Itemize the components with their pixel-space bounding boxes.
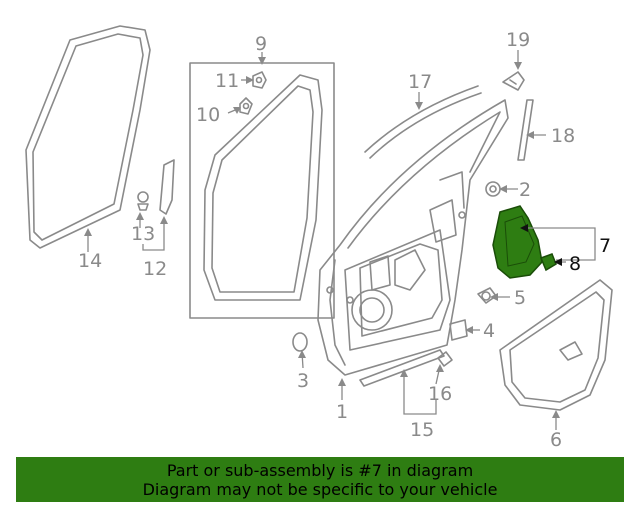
- callout-13: 13: [131, 223, 155, 245]
- callout-4: 4: [483, 320, 495, 342]
- part-17-molding[interactable]: [364, 85, 482, 159]
- part-10-fastener[interactable]: [239, 97, 253, 115]
- callout-1: 1: [336, 401, 348, 423]
- callout-7: 7: [599, 235, 611, 257]
- banner-line-1: Part or sub-assembly is #7 in diagram: [166, 461, 474, 480]
- part-4-pad[interactable]: [449, 319, 468, 341]
- part-6-watershield[interactable]: [499, 279, 613, 411]
- callout-18: 18: [551, 125, 575, 147]
- part-9-door-seal[interactable]: [203, 74, 323, 301]
- callout-9: 9: [255, 33, 267, 55]
- part-19-bracket[interactable]: [502, 71, 525, 91]
- callout-6: 6: [550, 429, 562, 451]
- callout-12: 12: [143, 258, 167, 280]
- part-9-inset-box: [189, 62, 335, 319]
- part-8-highlighted-clip[interactable]: [540, 253, 557, 272]
- arrowheads: [84, 57, 562, 418]
- part-18-trim[interactable]: [517, 99, 534, 161]
- callout-14: 14: [78, 250, 102, 272]
- part-12-seal[interactable]: [159, 159, 175, 215]
- info-banner: Part or sub-assembly is #7 in diagram Di…: [16, 457, 624, 502]
- part-3-plug[interactable]: [292, 332, 308, 352]
- part-11-fastener[interactable]: [252, 71, 267, 89]
- callout-11: 11: [215, 70, 239, 92]
- callout-10: 10: [196, 104, 220, 126]
- part-15-molding[interactable]: [359, 349, 445, 387]
- part-13-clip[interactable]: [137, 191, 149, 211]
- callout-16: 16: [428, 383, 452, 405]
- part-1-door-shell[interactable]: [317, 99, 509, 376]
- part-14-weatherstrip[interactable]: [25, 25, 151, 249]
- callout-2: 2: [519, 179, 531, 201]
- callout-8: 8: [569, 253, 581, 275]
- parts-diagram: 14 13 12 9 11 10 17 19 18 2 7 8 5 4 3 1 …: [25, 25, 613, 451]
- callout-19: 19: [506, 29, 530, 51]
- part-2-grommet[interactable]: [485, 181, 501, 197]
- callout-3: 3: [297, 370, 309, 392]
- callout-17: 17: [408, 71, 432, 93]
- callout-5: 5: [514, 287, 526, 309]
- part-7-highlighted-panel[interactable]: [492, 205, 543, 279]
- callout-15: 15: [410, 419, 434, 441]
- part-16-clip[interactable]: [437, 351, 453, 367]
- banner-line-2: Diagram may not be specific to your vehi…: [142, 480, 498, 499]
